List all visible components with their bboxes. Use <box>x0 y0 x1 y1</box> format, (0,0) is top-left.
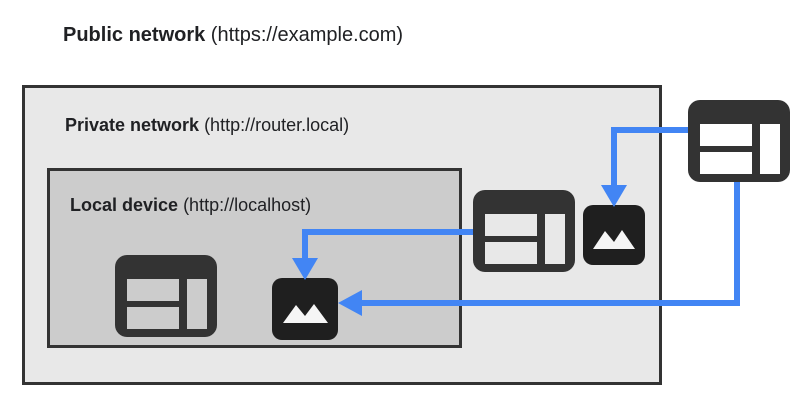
local-device-label-url: (http://localhost) <box>178 195 312 215</box>
local-device-label-bold: Local device <box>70 195 179 215</box>
private-network-label: Private network (http://router.local) <box>65 113 349 137</box>
public-network-label: Public network (https://example.com) <box>63 22 403 48</box>
private-network-label-bold: Private network <box>65 115 200 135</box>
image-icon <box>583 205 645 265</box>
browser-window-icon <box>688 100 790 182</box>
private-network-label-url: (http://router.local) <box>199 115 350 135</box>
public-network-label-url: (https://example.com) <box>205 24 404 46</box>
zone-local-device: Local device (http://localhost) <box>47 168 462 348</box>
local-device-label: Local device (http://localhost) <box>70 193 311 217</box>
browser-window-icon <box>473 190 575 272</box>
image-icon <box>272 278 338 340</box>
public-network-label-bold: Public network <box>63 24 206 46</box>
browser-window-icon <box>115 255 217 337</box>
